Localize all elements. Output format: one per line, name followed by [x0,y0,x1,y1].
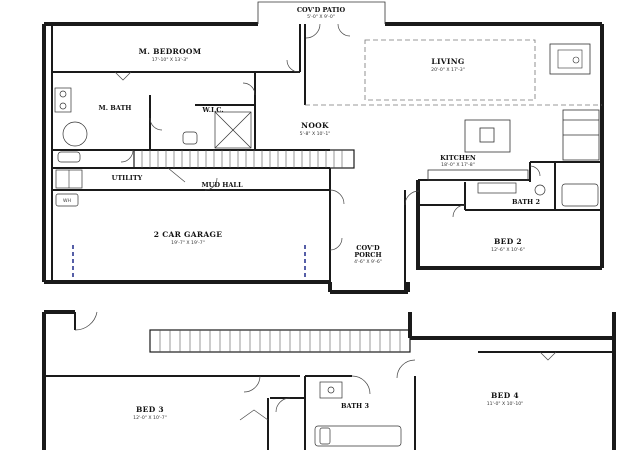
upper-stair-band [149,329,411,353]
upper-door-swings [74,311,557,421]
exterior-wall-right [416,24,604,270]
upper-exterior-wall [42,310,616,450]
nook-label: NOOK [301,121,329,130]
garage-features [55,169,306,280]
m-bath-label: M. BATH [99,104,132,112]
utility-label: UTILITY [112,174,143,182]
door-swings [114,23,541,251]
m-bedroom-label: M. BEDROOM [139,47,202,56]
porch-dim: 4'-6" X 9'-6" [354,259,382,265]
upper-interior-walls [44,312,614,450]
porch-label-2: PORCH [354,251,381,259]
patio-wall [257,1,386,24]
bed3-dim: 12'-0" X 10'-7" [133,415,167,421]
m-bedroom-dim: 17'-10" X 13'-3" [152,57,189,63]
bed4-dim: 11'-0" X 10'-10" [487,401,524,407]
bed2-dim: 12'-6" X 10'-6" [491,247,525,253]
nook-dim: 5'-8" X 10'-1" [300,131,331,137]
bed4-label: BED 4 [491,391,519,400]
exterior-wall [42,22,602,294]
living-dim: 20'-0" X 17'-3" [431,67,465,73]
garage-dim: 19'-7" X 19'-7" [171,240,205,246]
bath3-label: BATH 3 [341,402,369,410]
wic-label: W.I.C. [201,106,223,114]
bed3-label: BED 3 [136,405,164,414]
kitchen-label: KITCHEN [440,154,476,162]
master-bath-fixtures [54,87,252,163]
porch-label-1: COV'D [356,244,380,252]
bed2-label: BED 2 [494,237,522,246]
upper-window-marks [42,347,616,421]
patio-dim: 5'-0" X 9'-0" [307,14,335,20]
patio-label: COV'D PATIO [297,6,346,14]
fireplace [549,43,591,75]
bath2-fixtures [477,182,599,207]
living-ceiling-outline [364,39,536,101]
living-label: LIVING [431,57,464,66]
first-floor: COV'D PATIO 5'-0" X 9'-0" LIVING 20'-0" … [42,1,604,294]
bath3-fixtures [314,381,402,447]
mud-hall-label: MUD HALL [201,181,243,189]
wh-label: WH [63,198,71,204]
window-marks [42,59,604,251]
kitchen-dim: 18'-0" X 17'-8" [441,162,475,168]
garage-label: 2 CAR GARAGE [154,230,222,239]
second-floor: BED 3 12'-0" X 10'-7" BATH 3 BED 4 11'-0… [42,310,616,450]
kitchen-counters [427,109,600,181]
bath2-label: BATH 2 [512,198,540,206]
stair-band [133,149,355,169]
